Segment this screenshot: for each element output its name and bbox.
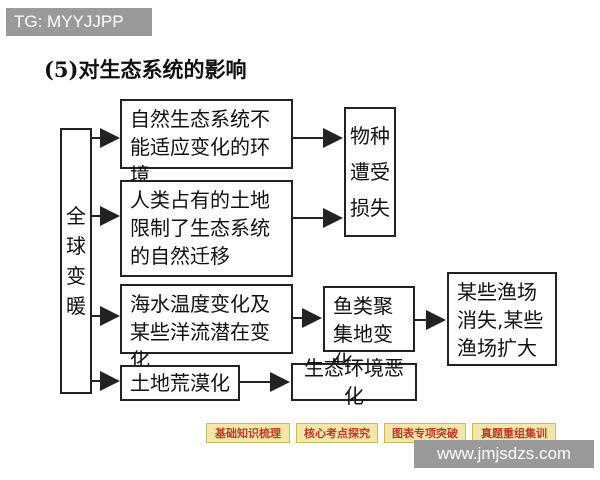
- global-warming-char-2: 球: [66, 234, 86, 258]
- species-loss-line-2: 遭受: [350, 160, 390, 184]
- fish-change-box: 鱼类聚集地变化: [323, 286, 415, 374]
- effect-box-4: 土地荒漠化: [120, 365, 240, 401]
- global-warming-char-1: 全: [66, 204, 86, 228]
- fishery-result-box: 某些渔场消失,某些渔场扩大: [447, 272, 557, 366]
- effect-text-2: 人类占有的土地限制了生态系统的自然迁移: [130, 188, 270, 268]
- global-warming-box: 全 球 变 暖: [60, 128, 92, 394]
- nav-button-core[interactable]: 核心考点探究: [296, 423, 378, 443]
- watermark-top-label: TG: MYYJJPP: [6, 8, 152, 36]
- effect-box-3: 海水温度变化及某些洋流潜在变化: [120, 284, 293, 372]
- section-heading: (5)对生态系统的影响: [44, 57, 247, 82]
- global-warming-char-3: 变: [66, 264, 86, 288]
- nav-button-basics[interactable]: 基础知识梳理: [206, 423, 290, 443]
- effect-text-1: 自然生态系统不能适应变化的环境: [130, 107, 270, 187]
- effect-box-1: 自然生态系统不能适应变化的环境: [120, 99, 293, 187]
- species-loss-line-3: 损失: [350, 196, 390, 220]
- nav-button-charts[interactable]: 图表专项突破: [384, 423, 466, 443]
- effect-text-4: 土地荒漠化: [130, 371, 230, 395]
- fish-change-text: 鱼类聚集地变化: [333, 294, 393, 374]
- watermark-bottom-label: www.jmjsdzs.com: [414, 440, 594, 468]
- global-warming-char-4: 暖: [66, 294, 86, 318]
- effect-box-2: 人类占有的土地限制了生态系统的自然迁移: [120, 180, 293, 277]
- species-loss-box: 物种 遭受 损失: [344, 107, 396, 237]
- fishery-result-text: 某些渔场消失,某些渔场扩大: [457, 280, 544, 360]
- species-loss-line-1: 物种: [350, 124, 390, 148]
- eco-worse-box: 生态环境恶化: [291, 356, 417, 408]
- eco-worse-text: 生态环境恶化: [304, 356, 404, 408]
- effect-text-3: 海水温度变化及某些洋流潜在变化: [130, 292, 270, 372]
